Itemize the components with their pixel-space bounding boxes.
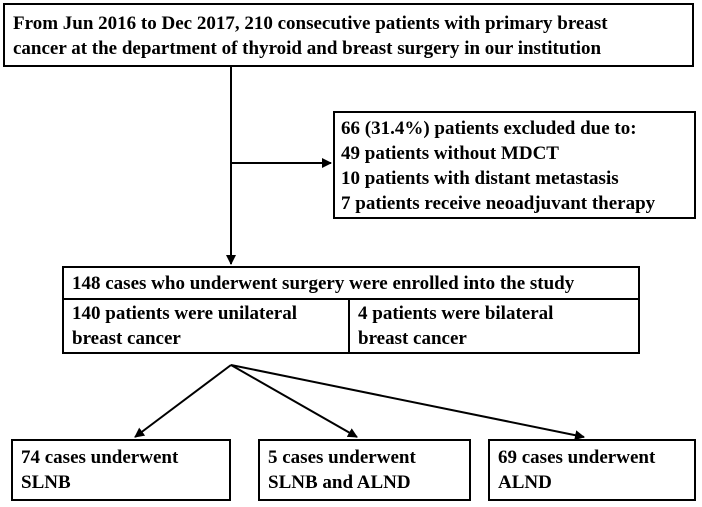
unilateral-line-1: 140 patients were unilateral xyxy=(72,303,297,324)
enrolled-title: 148 cases who underwent surgery were enr… xyxy=(64,268,638,300)
outcome-slnb-and-alnd-box: 5 cases underwent SLNB and ALND xyxy=(258,439,471,501)
bilateral-line-2: breast cancer xyxy=(358,328,467,349)
arrow-to-slnb-and-alnd xyxy=(230,364,358,438)
outcome-slnb-line-1: 74 cases underwent xyxy=(21,447,179,468)
exclusion-box: 66 (31.4%) patients excluded due to: 49 … xyxy=(333,111,696,219)
outcome-slnb-and-alnd-line-2: SLNB and ALND xyxy=(268,472,411,493)
initial-cohort-box: From Jun 2016 to Dec 2017, 210 consecuti… xyxy=(3,3,694,67)
outcome-slnb-box: 74 cases underwent SLNB xyxy=(11,439,231,501)
arrow-to-alnd xyxy=(230,364,585,441)
unilateral-cell: 140 patients were unilateral breast canc… xyxy=(64,300,350,352)
exclusion-heading: 66 (31.4%) patients excluded due to: xyxy=(341,118,637,139)
enrolled-box: 148 cases who underwent surgery were enr… xyxy=(62,266,640,354)
initial-cohort-line-1: From Jun 2016 to Dec 2017, 210 consecuti… xyxy=(13,13,608,34)
arrow-to-slnb xyxy=(134,364,232,438)
bilateral-cell: 4 patients were bilateral breast cancer xyxy=(350,300,638,352)
outcome-alnd-line-1: 69 cases underwent xyxy=(498,447,656,468)
enrolled-title-text: 148 cases who underwent surgery were enr… xyxy=(72,273,575,294)
bilateral-line-1: 4 patients were bilateral xyxy=(358,303,554,324)
exclusion-reason-no-mdct: 49 patients without MDCT xyxy=(341,143,559,164)
outcome-slnb-line-2: SLNB xyxy=(21,472,71,493)
exclusion-reason-neoadjuvant: 7 patients receive neoadjuvant therapy xyxy=(341,193,656,214)
initial-cohort-line-2: cancer at the department of thyroid and … xyxy=(13,38,602,59)
exclusion-reason-metastasis: 10 patients with distant metastasis xyxy=(341,168,619,189)
unilateral-line-2: breast cancer xyxy=(72,328,181,349)
outcome-slnb-and-alnd-line-1: 5 cases underwent xyxy=(268,447,416,468)
outcome-alnd-line-2: ALND xyxy=(498,472,552,493)
outcome-alnd-box: 69 cases underwent ALND xyxy=(488,439,696,501)
